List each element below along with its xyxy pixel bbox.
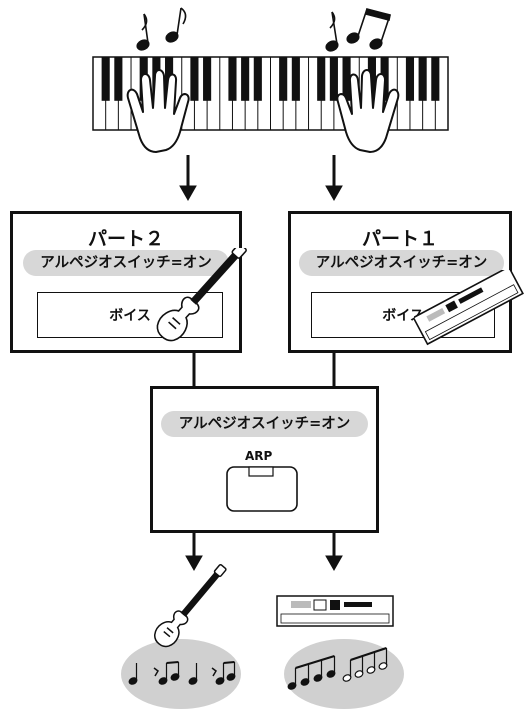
electric-guitar-icon xyxy=(154,564,227,648)
music-note-icon xyxy=(128,661,236,685)
part1-box: パート１ アルペジオスイッチ=オン ボイス xyxy=(288,211,512,353)
music-note-icon xyxy=(287,646,388,690)
part2-arp-switch: アルペジオスイッチ=オン xyxy=(23,250,229,276)
part1-voice-label: ボイス xyxy=(382,308,424,324)
part1-title: パート１ xyxy=(361,228,438,250)
synthesizer-icon xyxy=(276,595,394,627)
arrow-down-icon xyxy=(179,155,343,202)
part2-box: パート２ アルペジオスイッチ=オン ボイス xyxy=(10,211,247,353)
part2-voice-label: ボイス xyxy=(109,308,151,324)
arpeggio-arp-switch: アルペジオスイッチ=オン xyxy=(161,411,368,437)
music-note-icon xyxy=(136,7,187,51)
arrow-down-icon xyxy=(185,530,343,572)
music-note-icon xyxy=(325,8,391,52)
part1-arp-switch: アルペジオスイッチ=オン xyxy=(299,250,504,276)
hand-icon xyxy=(336,69,400,153)
arp-button-icon xyxy=(226,466,298,512)
electric-guitar-icon xyxy=(156,248,247,342)
connector-lines xyxy=(192,350,336,388)
synthesizer-icon xyxy=(414,270,524,346)
arpeggio-box: アルペジオスイッチ=オン ARP xyxy=(150,386,379,533)
output-area-left xyxy=(121,639,241,709)
hand-icon xyxy=(126,69,190,153)
arp-button-label: ARP xyxy=(245,449,273,463)
part2-title: パート２ xyxy=(87,228,164,250)
